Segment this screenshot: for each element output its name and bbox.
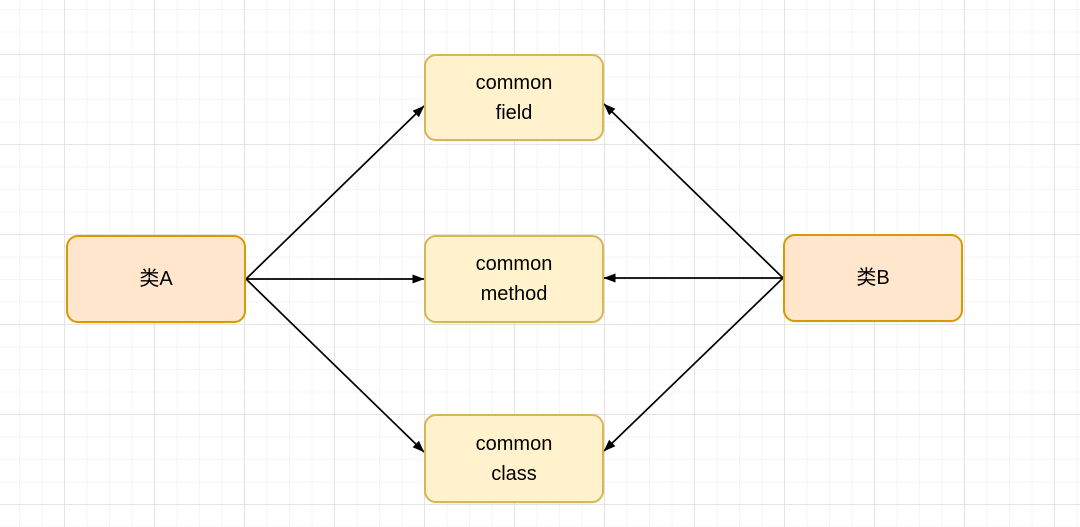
node-common-field-label: common field <box>475 71 553 124</box>
node-common-class[interactable]: common class <box>424 414 604 503</box>
node-class-b[interactable]: 类B <box>783 234 963 322</box>
node-class-b-label: 类B <box>856 267 890 289</box>
edge-class-a-to-common-class[interactable] <box>245 278 425 453</box>
node-common-method[interactable]: common method <box>424 235 604 323</box>
node-class-a[interactable]: 类A <box>66 235 246 323</box>
edge-class-b-to-common-class[interactable] <box>603 277 784 452</box>
node-common-class-label: common class <box>475 432 553 485</box>
node-common-method-label: common method <box>475 253 553 305</box>
edge-class-a-to-common-field[interactable] <box>245 105 425 280</box>
edge-class-b-to-common-field[interactable] <box>603 103 784 279</box>
node-common-field[interactable]: common field <box>424 54 604 141</box>
node-class-a-label: 类A <box>139 268 173 290</box>
